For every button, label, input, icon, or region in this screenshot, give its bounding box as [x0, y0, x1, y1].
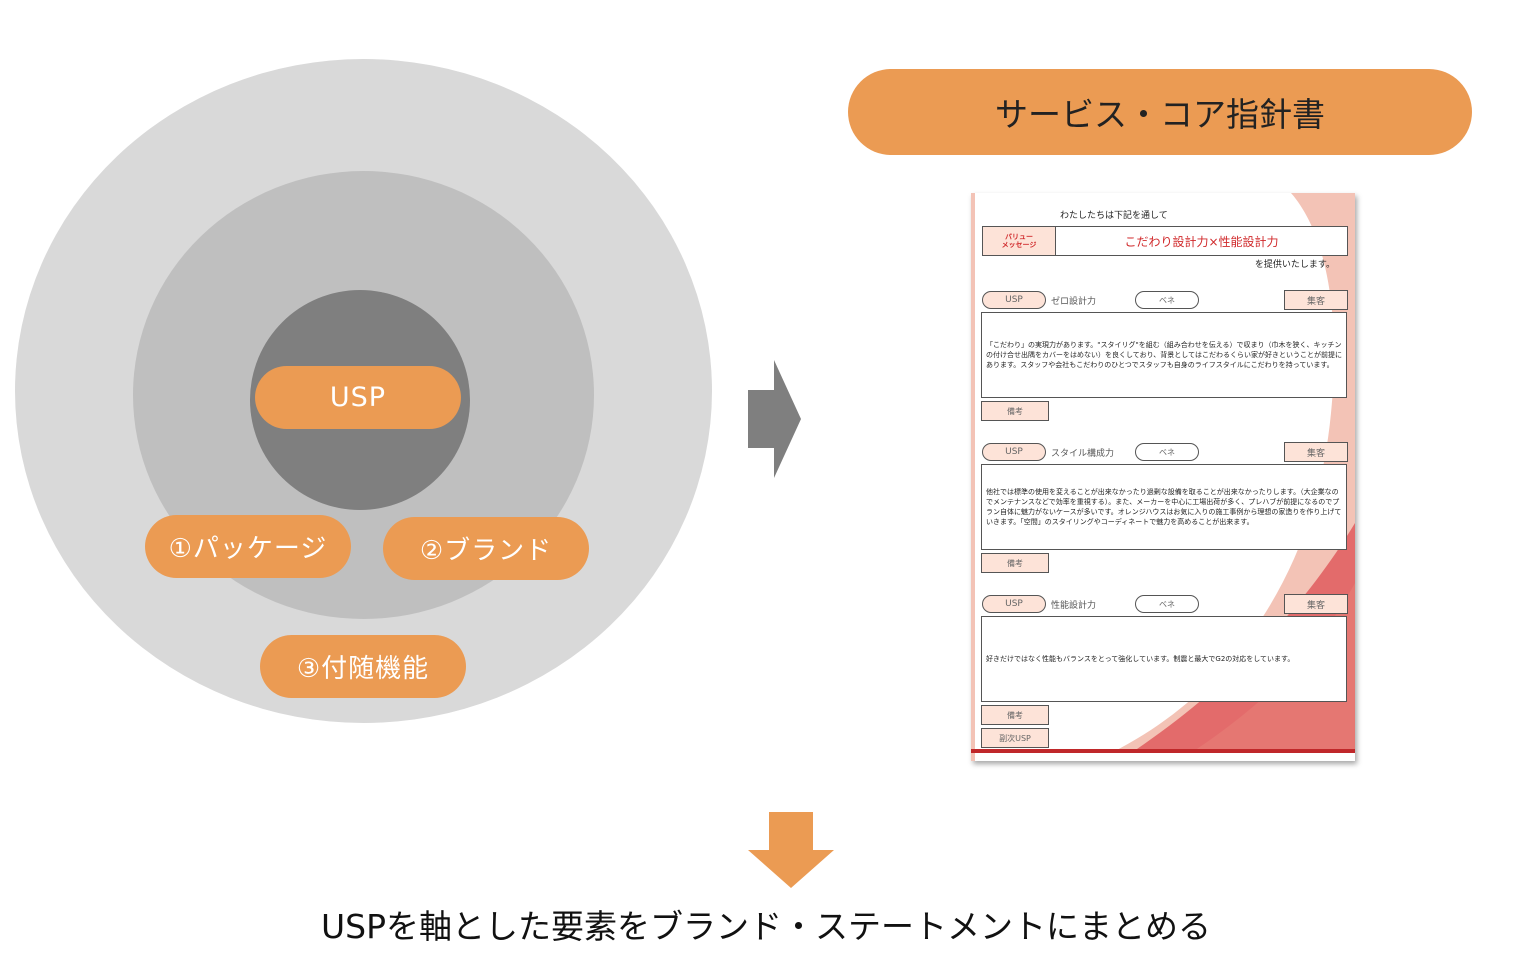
value-message-label-line2: メッセージ	[1001, 241, 1037, 249]
section-name: 性能設計力	[1051, 601, 1097, 611]
bene-label: ベネ	[1135, 291, 1199, 309]
provide-text: を提供いたします。	[1254, 260, 1335, 270]
description-box: 「こだわり」の実現力があります。"スタイリグ"を組む（組み合わせを伝える）で収ま…	[981, 312, 1347, 398]
sub-usp-box: 副次USP	[981, 728, 1049, 748]
value-message-label-line1: バリュー	[1005, 233, 1033, 241]
memo-box: 備考	[981, 705, 1049, 725]
bene-label: ベネ	[1135, 443, 1199, 461]
brand-pill: ②ブランド	[383, 517, 589, 580]
description-text: 好きだけではなく性能もバランスをとって強化しています。制震と最大でG2の対応をし…	[986, 655, 1295, 663]
memo-box: 備考	[981, 401, 1049, 421]
ancillary-function-pill: ③付随機能	[260, 635, 466, 698]
usp-label: USP	[982, 443, 1046, 461]
right-arrow-icon	[748, 360, 801, 478]
down-arrow-icon	[748, 812, 834, 888]
description-box: 好きだけではなく性能もバランスをとって強化しています。制震と最大でG2の対応をし…	[981, 616, 1347, 702]
tag-box: 集客	[1284, 442, 1348, 462]
title-pill: サービス・コア指針書	[848, 69, 1472, 155]
service-core-document: わたしたちは下記を通して バリュー メッセージ こだわり設計力×性能設計力 を提…	[971, 193, 1355, 761]
tag-box: 集客	[1284, 594, 1348, 614]
usp-label: USP	[982, 291, 1046, 309]
description-box: 他社では標準の使用を変えることが出来なかったり過剰な設備を取ることが出来なかった…	[981, 464, 1347, 550]
value-message-value: こだわり設計力×性能設計力	[1055, 226, 1348, 256]
memo-box: 備考	[981, 553, 1049, 573]
section-name: ゼロ設計力	[1051, 297, 1097, 307]
usp-label: USP	[982, 595, 1046, 613]
bene-label: ベネ	[1135, 595, 1199, 613]
package-pill: ①パッケージ	[145, 515, 351, 578]
description-text: 「こだわり」の実現力があります。"スタイリグ"を組む（組み合わせを伝える）で収ま…	[986, 341, 1342, 369]
description-text: 他社では標準の使用を変えることが出来なかったり過剰な設備を取ることが出来なかった…	[986, 488, 1342, 526]
bottom-caption: USPを軸とした要素をブランド・ステートメントにまとめる	[320, 907, 1211, 946]
tag-box: 集客	[1284, 290, 1348, 310]
value-message-label: バリュー メッセージ	[982, 226, 1056, 256]
section-name: スタイル構成力	[1051, 449, 1115, 459]
document-lead-text: わたしたちは下記を通して	[1060, 211, 1168, 221]
usp-pill: USP	[255, 366, 461, 429]
